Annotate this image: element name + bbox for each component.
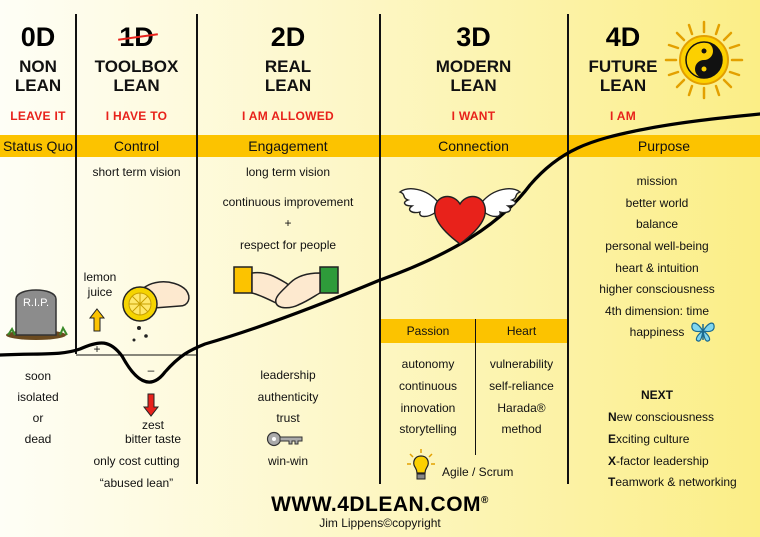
- name-non-lean: NON LEAN: [14, 57, 62, 95]
- next-line-rest: xciting culture: [616, 432, 690, 446]
- col3-right-item: Harada®: [497, 401, 546, 415]
- col1-item: only cost cutting: [93, 454, 180, 468]
- website-url: WWW.4DLEAN.COM®: [0, 493, 760, 517]
- next-line: New consciousness: [608, 410, 714, 424]
- band-status-quo: Status Quo: [2, 138, 74, 154]
- col2-top: +: [284, 216, 292, 230]
- winged-heart-icon: [398, 188, 522, 245]
- subcolumn-divider: [475, 319, 476, 455]
- col4-item: mission: [636, 174, 678, 188]
- name-future-lean: FUTURE LEAN: [588, 57, 658, 95]
- next-line: Teamwork & networking: [608, 475, 737, 489]
- plus-sign: +: [93, 342, 101, 356]
- name-real-lean: REAL LEAN: [264, 57, 312, 95]
- col3-right-item: vulnerability: [489, 357, 554, 371]
- butterfly-icon: [691, 322, 715, 342]
- mindset-leave-it: LEAVE IT: [10, 109, 66, 123]
- col4-item: balance: [635, 217, 679, 231]
- band-connection: Connection: [438, 138, 509, 154]
- col4-item: 4th dimension: time: [604, 304, 710, 318]
- up-arrow-icon: [88, 308, 106, 332]
- mindset-i-have-to: I HAVE TO: [105, 109, 168, 123]
- next-line-initial: E: [608, 432, 617, 446]
- col3-left-item: innovation: [400, 401, 456, 415]
- col0-item: soon: [24, 369, 52, 383]
- zest-label: zest bitter taste: [124, 418, 182, 446]
- col1-top: short term vision: [92, 165, 181, 179]
- band-engagement: Engagement: [248, 138, 328, 154]
- tombstone-icon: [6, 289, 68, 340]
- col4-item: heart & intuition: [615, 261, 699, 275]
- website-url-text: WWW.4DLEAN.COM: [271, 493, 482, 516]
- band-purpose: Purpose: [637, 138, 691, 154]
- down-arrow-icon: [142, 393, 160, 417]
- next-line: X-factor leadership: [608, 454, 709, 468]
- level-4d: 4D: [605, 22, 641, 52]
- next-line: Exciting culture: [608, 432, 689, 446]
- lemon-juice-label: lemon juice: [83, 270, 117, 299]
- next-title: NEXT: [640, 388, 673, 402]
- column-divider: [75, 14, 77, 354]
- next-line-rest: -factor leadership: [616, 454, 709, 468]
- col2-item: leadership: [260, 368, 316, 382]
- squeezing-lemon-icon: [122, 281, 190, 342]
- col2-top: respect for people: [239, 238, 337, 252]
- col4-item: happiness: [629, 325, 685, 339]
- col4-item: better world: [625, 196, 689, 210]
- col3-right-item: self-reliance: [489, 379, 554, 393]
- col2-top: long term vision: [245, 165, 331, 179]
- lightbulb-icon: [407, 449, 435, 480]
- col2-top: continuous improvement: [222, 195, 354, 209]
- col2-item: trust: [276, 411, 300, 425]
- band-control: Control: [113, 138, 160, 154]
- sub-passion: Passion: [406, 324, 450, 338]
- mindset-i-am-allowed: I AM ALLOWED: [241, 109, 335, 123]
- col2-item: win-win: [267, 454, 308, 468]
- col0-item: or: [32, 411, 44, 425]
- name-modern-lean: MODERN LEAN: [435, 57, 512, 95]
- next-line-initial: T: [608, 475, 616, 489]
- column-divider: [196, 14, 198, 484]
- agile-scrum-label: Agile / Scrum: [442, 465, 514, 479]
- col4-item: higher consciousness: [599, 282, 715, 296]
- tombstone-text: R.I.P.: [22, 297, 50, 309]
- copyright-credit: Jim Lippens©copyright: [319, 516, 441, 530]
- passion-heart-band: [381, 319, 567, 343]
- col3-left-item: storytelling: [399, 422, 457, 436]
- next-line-rest: eamwork & networking: [615, 475, 737, 489]
- next-line-rest: ew consciousness: [616, 410, 715, 424]
- sub-heart: Heart: [506, 324, 537, 338]
- next-line-initial: N: [608, 410, 617, 424]
- column-divider: [379, 14, 381, 484]
- col0-item: dead: [24, 432, 52, 446]
- minus-sign: –: [147, 363, 155, 377]
- registered-mark: ®: [481, 495, 489, 506]
- level-3d: 3D: [456, 22, 491, 52]
- column-divider: [567, 14, 569, 484]
- mindset-i-want: I WANT: [451, 109, 496, 123]
- col3-left-item: autonomy: [401, 357, 455, 371]
- level-2d: 2D: [270, 22, 306, 52]
- name-toolbox-lean: TOOLBOX LEAN: [94, 57, 179, 95]
- col3-right-item: method: [501, 422, 542, 436]
- sun-yin-yang-icon: [664, 20, 744, 100]
- level-0d: 0D: [20, 22, 56, 52]
- col3-left-item: continuous: [398, 379, 458, 393]
- col2-item: authenticity: [257, 390, 319, 404]
- next-line-initial: X: [608, 454, 617, 468]
- col0-item: isolated: [17, 390, 59, 404]
- col4-item: personal well-being: [605, 239, 709, 253]
- col1-item: “abused lean”: [99, 476, 174, 490]
- mindset-i-am: I AM: [609, 109, 637, 123]
- key-icon: [266, 431, 303, 447]
- handshake-icon: [233, 266, 339, 309]
